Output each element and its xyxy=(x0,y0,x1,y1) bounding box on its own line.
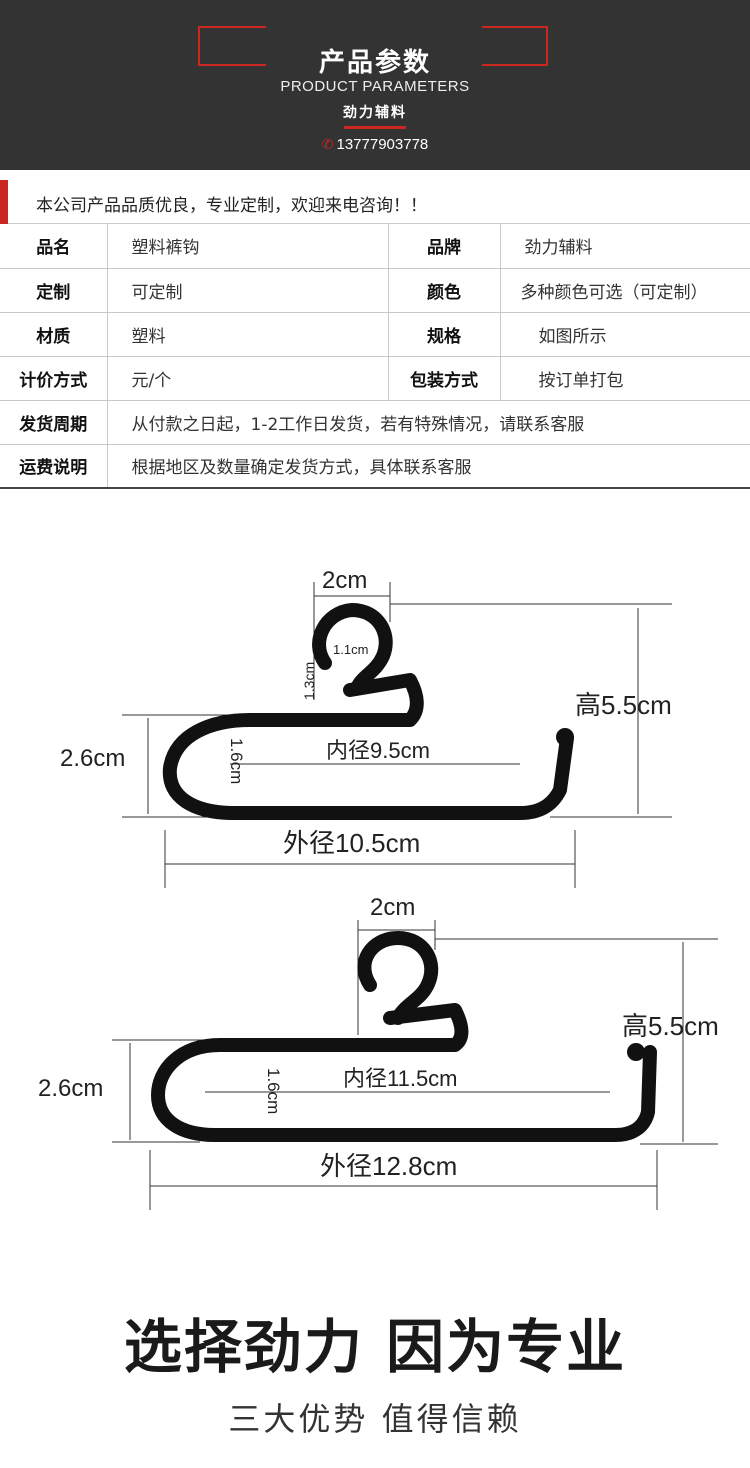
spec-value: 按订单打包 xyxy=(500,356,750,401)
spec-label: 发货周期 xyxy=(0,400,108,445)
height-label: 高5.5cm xyxy=(575,690,672,720)
hanger-small: 2cm 1.1cm 1.3cm 高5.5cm 2.6cm 1.6cm 内径9.5… xyxy=(60,567,672,888)
depth-label: 2.6cm xyxy=(38,1075,103,1102)
notice-text: 本公司产品品质优良，专业定制，欢迎来电咨询！！ xyxy=(36,196,427,216)
spec-value: 根据地区及数量确定发货方式，具体联系客服 xyxy=(107,444,750,489)
hanger-large-shape xyxy=(151,931,657,1142)
hook-width-label: 2cm xyxy=(370,894,415,921)
spec-value: 塑料裤钩 xyxy=(107,224,389,269)
title-frame-right xyxy=(482,26,548,66)
spec-value: 多种颜色可选（可定制） xyxy=(500,268,750,313)
spec-value: 可定制 xyxy=(107,268,389,313)
title-frame-left xyxy=(198,26,266,66)
hanger-dimension-diagram: 2cm 1.1cm 1.3cm 高5.5cm 2.6cm 1.6cm 内径9.5… xyxy=(38,567,719,1210)
phone-icon: ✆ xyxy=(321,136,334,152)
table-row: 发货周期 从付款之日起，1-2工作日发货，若有特殊情况，请联系客服 xyxy=(0,400,750,445)
brand-underline xyxy=(344,126,406,129)
table-row: 品名 塑料裤钩 品牌 劲力辅料 xyxy=(0,224,750,269)
spec-label: 材质 xyxy=(0,312,108,357)
spec-label: 包装方式 xyxy=(388,356,501,401)
hanger-small-shape xyxy=(162,603,574,820)
header-banner: 产品参数 PRODUCT PARAMETERS 劲力辅料 ✆1377790377… xyxy=(0,0,750,170)
spec-table: 品名 塑料裤钩 品牌 劲力辅料 定制 可定制 颜色 多种颜色可选（可定制） 材质… xyxy=(0,224,750,489)
inner-depth-label: 1.6cm xyxy=(264,1068,283,1114)
depth-label: 2.6cm xyxy=(60,745,125,772)
outer-length-label: 外径12.8cm xyxy=(320,1151,457,1181)
spec-value: 从付款之日起，1-2工作日发货，若有特殊情况，请联系客服 xyxy=(107,400,750,445)
spec-value: 劲力辅料 xyxy=(500,224,750,269)
spec-label: 品名 xyxy=(0,224,108,269)
spec-value: 元/个 xyxy=(107,356,389,401)
table-row: 定制 可定制 颜色 多种颜色可选（可定制） xyxy=(0,268,750,313)
page-subtitle-en: PRODUCT PARAMETERS xyxy=(280,78,470,95)
table-row: 运费说明 根据地区及数量确定发货方式，具体联系客服 xyxy=(0,444,750,489)
inner-length-label: 内径9.5cm xyxy=(326,738,430,763)
spec-label: 规格 xyxy=(388,312,501,357)
slogan-subtitle: 三大优势 值得信赖 xyxy=(228,1400,522,1438)
slogan-heading: 选择劲力 因为专业 xyxy=(123,1313,627,1381)
dimension-lines-large xyxy=(112,920,718,1210)
table-row: 计价方式 元/个 包装方式 按订单打包 xyxy=(0,356,750,401)
brand-name: 劲力辅料 xyxy=(343,105,407,121)
height-label: 高5.5cm xyxy=(622,1011,719,1041)
outer-length-label: 外径10.5cm xyxy=(283,828,420,858)
spec-label: 运费说明 xyxy=(0,444,108,489)
phone-contact[interactable]: ✆13777903778 xyxy=(0,136,750,153)
spec-label: 计价方式 xyxy=(0,356,108,401)
table-row: 材质 塑料 规格 如图所示 xyxy=(0,312,750,357)
hook-width-label: 2cm xyxy=(322,567,367,594)
phone-number: 13777903778 xyxy=(336,136,429,153)
neck-label: 1.3cm xyxy=(301,662,317,700)
spec-label: 颜色 xyxy=(388,268,501,313)
inner-depth-label: 1.6cm xyxy=(227,738,246,784)
dimension-lines-small xyxy=(122,582,672,888)
spec-label: 品牌 xyxy=(388,224,501,269)
spec-value: 如图所示 xyxy=(500,312,750,357)
spec-label: 定制 xyxy=(0,268,108,313)
hanger-large: 2cm 高5.5cm 2.6cm 1.6cm 内径11.5cm 外径12.8cm xyxy=(38,894,719,1210)
notice-accent xyxy=(0,180,8,224)
hook-inner-label: 1.1cm xyxy=(333,642,368,657)
notice-bar: 本公司产品品质优良，专业定制，欢迎来电咨询！！ xyxy=(0,180,750,224)
page-title: 产品参数 xyxy=(318,48,431,78)
spec-value: 塑料 xyxy=(107,312,389,357)
inner-length-label: 内径11.5cm xyxy=(343,1066,458,1091)
